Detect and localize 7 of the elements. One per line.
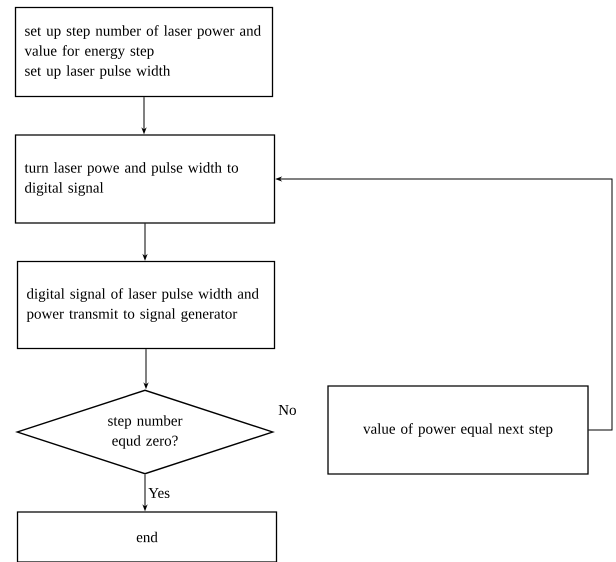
end-box: end — [16, 511, 278, 562]
process-box: set up step number of laser power and value for energy step set up laser pulse width — [14, 6, 274, 98]
process-box: digital signal of laser pulse width and power transmit to signal generator — [16, 260, 276, 350]
branch-label: No — [278, 405, 296, 415]
process-box: value of power equal next step — [327, 385, 589, 475]
process-box: turn laser powe and pulse width to digital signal — [14, 134, 276, 224]
edge-label: Yes — [148, 488, 170, 498]
